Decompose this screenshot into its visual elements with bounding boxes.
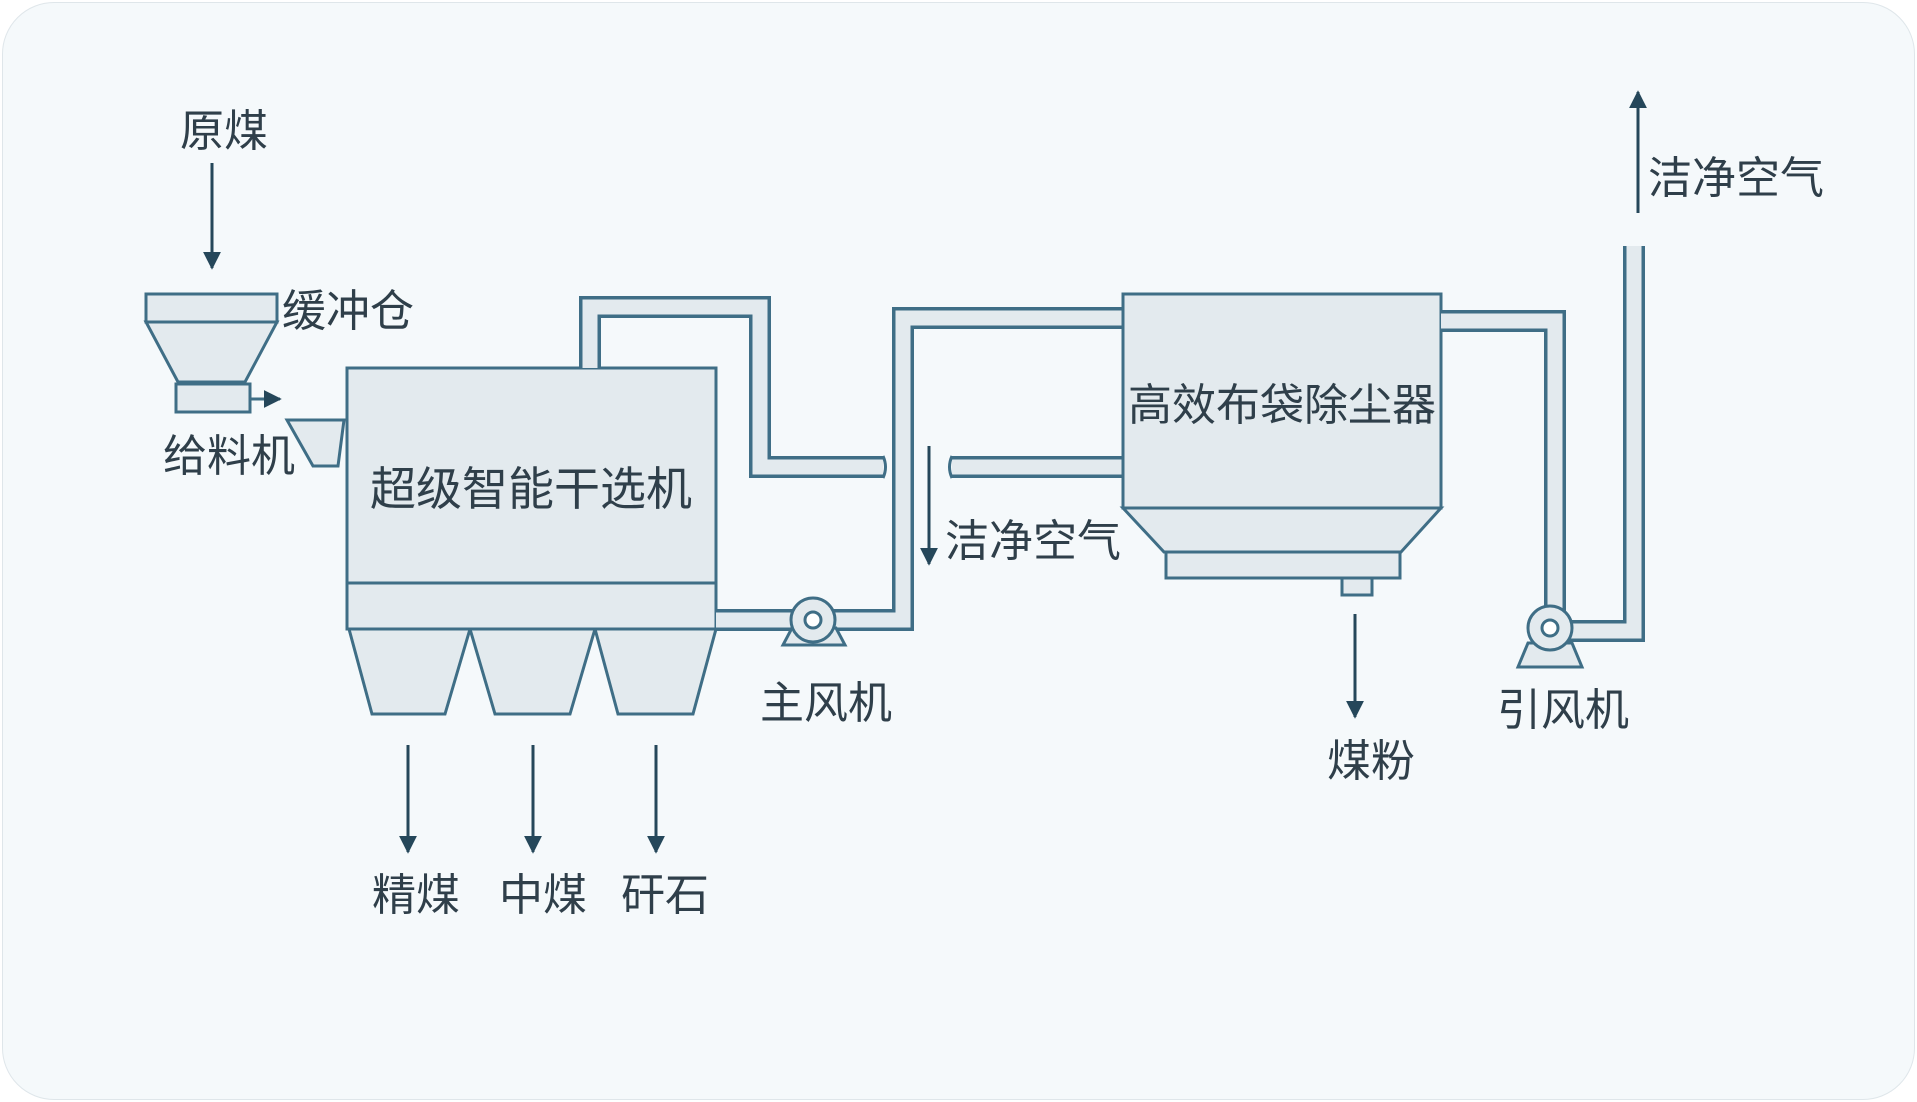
buffer-bin <box>143 292 280 384</box>
gangue-label: 矸石 <box>621 870 709 921</box>
clean-air-mid-label: 洁净空气 <box>945 516 1121 567</box>
buffer-bin-label: 缓冲仓 <box>282 286 414 337</box>
bag-filter-label: 高效布袋除尘器 <box>1128 380 1436 431</box>
induced-fan-label: 引风机 <box>1497 685 1629 736</box>
induced-fan <box>1515 604 1585 669</box>
feeder-label: 给料机 <box>163 431 295 482</box>
raw-coal-label: 原煤 <box>180 106 268 157</box>
main-fan-label: 主风机 <box>760 678 892 729</box>
coal-powder-label: 煤粉 <box>1327 736 1415 787</box>
middling-coal-label: 中煤 <box>499 870 587 921</box>
separator-label: 超级智能干选机 <box>370 462 692 516</box>
clean-air-top-label: 洁净空气 <box>1648 153 1824 204</box>
duct-exhaust <box>1441 246 1645 642</box>
dry-separator <box>345 366 718 716</box>
feeder <box>174 382 346 468</box>
clean-coal-label: 精煤 <box>372 870 460 921</box>
bag-filter <box>1119 292 1445 597</box>
duct-filter-inlet <box>948 455 1123 479</box>
main-fan <box>780 596 848 647</box>
duct-separator-outlet <box>579 296 887 479</box>
